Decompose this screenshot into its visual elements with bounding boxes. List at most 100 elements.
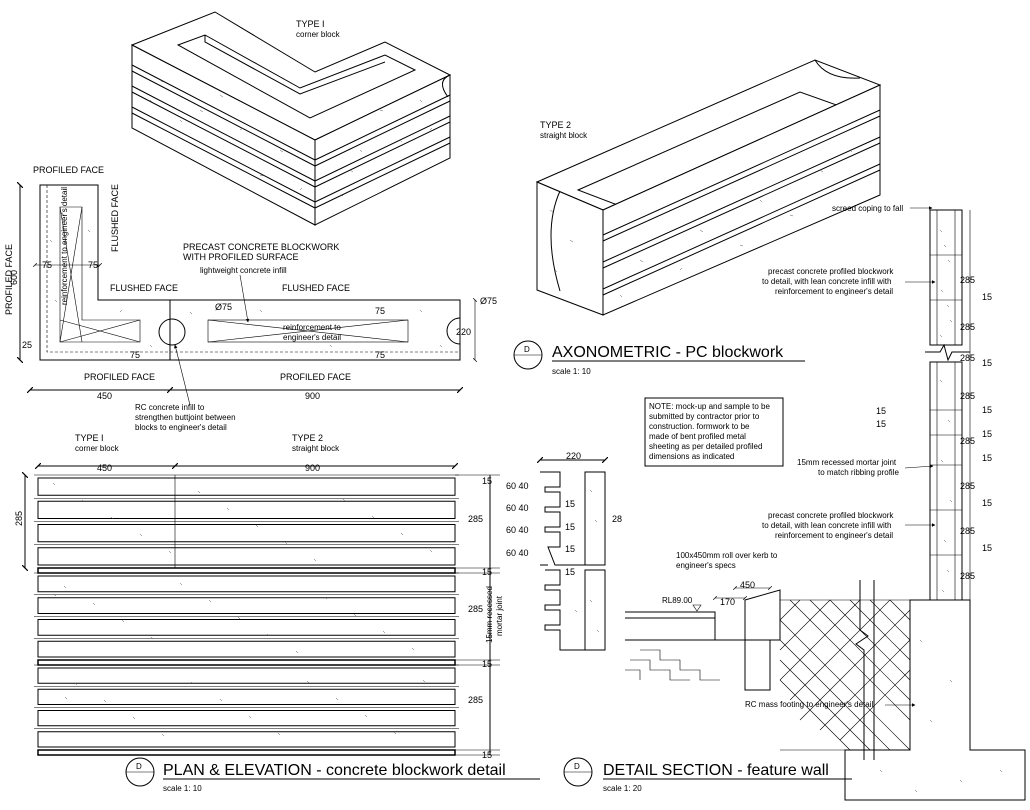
section-dim-15-4: 15 bbox=[982, 453, 992, 463]
elev-type2-title: TYPE 2 bbox=[292, 433, 323, 443]
note-line-6: dimensions as indicated bbox=[649, 452, 734, 461]
elev-joint-line1: 15mm recessed bbox=[485, 586, 494, 643]
section-title: DETAIL SECTION - feature wall bbox=[603, 762, 829, 779]
elev-rib bbox=[37, 710, 456, 727]
elev-dim-285-r1: 285 bbox=[468, 514, 483, 524]
section-dim-170: 170 bbox=[720, 597, 735, 607]
section-dim-285-6: 285 bbox=[960, 526, 975, 536]
note-line-5: sheeting as per detailed profiled bbox=[649, 442, 762, 451]
elev-stipple bbox=[306, 680, 310, 684]
elev-dim-15-1: 15 bbox=[482, 476, 492, 486]
elev-dim-15-2: 15 bbox=[482, 567, 492, 577]
elev-rib bbox=[37, 667, 456, 684]
plan-dim-220: 220 bbox=[456, 327, 471, 337]
plan-dim-900: 900 bbox=[305, 391, 320, 401]
elev-stipple bbox=[74, 682, 78, 686]
section-dim-450: 450 bbox=[740, 580, 755, 590]
elev-stipple bbox=[277, 732, 281, 736]
plan-dim-75c: 75 bbox=[130, 350, 140, 360]
plan-dim-600: 600 bbox=[9, 270, 19, 285]
profile-dim-6040-3: 60 40 bbox=[506, 525, 529, 535]
elev-stipple bbox=[110, 516, 114, 520]
plan-precast-note-line2: WITH PROFILED SURFACE bbox=[183, 252, 299, 262]
elev-stipple bbox=[190, 681, 194, 685]
section-dim-15-2: 15 bbox=[982, 358, 992, 368]
elev-scale: scale 1: 10 bbox=[163, 784, 202, 793]
section-recessed-line1: 15mm recessed mortar joint bbox=[797, 458, 897, 467]
elev-stipple bbox=[324, 596, 328, 600]
axo-type1-title: TYPE I bbox=[296, 19, 325, 29]
profile-dim-15-1: 15 bbox=[565, 499, 575, 509]
elev-stipple bbox=[208, 599, 212, 603]
profile-dim-15-3: 15 bbox=[565, 544, 575, 554]
section-dim-15-5: 15 bbox=[982, 498, 992, 508]
elev-stipple bbox=[255, 524, 259, 528]
plan-profiled-face-bottom-1: PROFILED FACE bbox=[84, 372, 155, 382]
plan-profiled-face-bottom-2: PROFILED FACE bbox=[280, 372, 351, 382]
elev-title-badge: D bbox=[136, 762, 142, 771]
elev-stipple bbox=[52, 482, 56, 486]
elev-stipple bbox=[81, 499, 85, 503]
plan-dim-450: 450 bbox=[97, 391, 112, 401]
elev-stipple bbox=[429, 549, 433, 553]
plan-precast-note-line1: PRECAST CONCRETE BLOCKWORK bbox=[183, 242, 339, 252]
axo-type2-title: TYPE 2 bbox=[540, 120, 571, 130]
profile-dim-15-2: 15 bbox=[565, 522, 575, 532]
elev-stipple bbox=[53, 593, 57, 597]
elev-mortar-joint bbox=[37, 749, 456, 756]
section-precast-a-line1: precast concrete profiled blockwork bbox=[768, 267, 894, 276]
elev-title-block: D PLAN & ELEVATION - concrete blockwork … bbox=[125, 757, 540, 793]
section-dim-15-1: 15 bbox=[982, 292, 992, 302]
elev-stipple bbox=[422, 679, 426, 683]
elev-stipple bbox=[400, 532, 404, 536]
elev-stipple bbox=[63, 585, 67, 589]
elev-rib bbox=[37, 688, 456, 705]
elev-rib bbox=[37, 619, 456, 636]
elev-dim-285-r3: 285 bbox=[468, 695, 483, 705]
section-dim-285-5: 285 bbox=[960, 481, 975, 491]
section-kerb-line2: engineer's specs bbox=[676, 561, 736, 570]
section-dim-15-9: 15 bbox=[982, 429, 992, 439]
plan-flushed-face-vertical: FLUSHED FACE bbox=[110, 184, 120, 252]
axo-title: AXONOMETRIC - PC blockwork bbox=[552, 344, 784, 361]
axo-type1-corner-block: TYPE I corner block bbox=[130, 11, 452, 226]
profile-section: 220 60 40 60 40 60 40 60 40 15 15 15 15 … bbox=[506, 451, 622, 651]
elev-dim-450: 450 bbox=[97, 463, 112, 473]
section-precast-b-line1: precast concrete profiled blockwork bbox=[768, 511, 894, 520]
elev-stipple bbox=[179, 582, 183, 586]
elev-dim-900: 900 bbox=[305, 463, 320, 473]
elev-rib bbox=[37, 500, 456, 519]
note-line-2: submitted by contractor prior to bbox=[649, 412, 760, 421]
elev-stipple bbox=[371, 515, 375, 519]
elev-stipple bbox=[313, 558, 317, 562]
elev-stipple bbox=[411, 647, 415, 651]
plan-dim-75d: 75 bbox=[375, 306, 385, 316]
elev-stipple bbox=[382, 630, 386, 634]
elev-rib bbox=[37, 731, 456, 748]
profile-dim-15-4: 15 bbox=[565, 567, 575, 577]
plan-rc-infill-line3: blocks to engineer's detail bbox=[135, 423, 227, 432]
elev-stipple bbox=[150, 636, 154, 640]
elev-dim-285-left: 285 bbox=[14, 511, 24, 526]
note-line-1: NOTE: mock-up and sample to be bbox=[649, 402, 770, 411]
profile-dim-285: 28 bbox=[612, 514, 622, 524]
axo-scale: scale 1: 10 bbox=[552, 367, 591, 376]
detail-section: 170 450 RL89.00 100x450mm roll over kerb… bbox=[625, 204, 1026, 801]
axo-title-block: D AXONOMETRIC - PC blockwork scale 1: 10 bbox=[513, 340, 805, 376]
section-dim-285-2: 285 bbox=[960, 322, 975, 332]
plan-view: PROFILED FACE PROFILED FACE FLUSHED FACE… bbox=[4, 165, 497, 432]
elev-mortar-joint bbox=[37, 659, 456, 666]
section-dim-285-7: 285 bbox=[960, 571, 975, 581]
section-precast-b-line2: to detail, with lean concrete infill wit… bbox=[762, 521, 891, 530]
plan-dim-75a: 75 bbox=[42, 260, 52, 270]
elev-rib bbox=[37, 640, 456, 658]
elev-mortar-joint bbox=[37, 567, 456, 574]
plan-dim-75e: 75 bbox=[375, 350, 385, 360]
axo-type2-straight-block: TYPE 2 straight block bbox=[535, 59, 882, 316]
elev-stipple bbox=[353, 613, 357, 617]
note-line-4: made of bent profiled metal bbox=[649, 432, 746, 441]
elevation-view: TYPE I corner block TYPE 2 straight bloc… bbox=[14, 433, 504, 760]
elev-stipple bbox=[237, 616, 241, 620]
section-dim-15-6: 15 bbox=[982, 543, 992, 553]
